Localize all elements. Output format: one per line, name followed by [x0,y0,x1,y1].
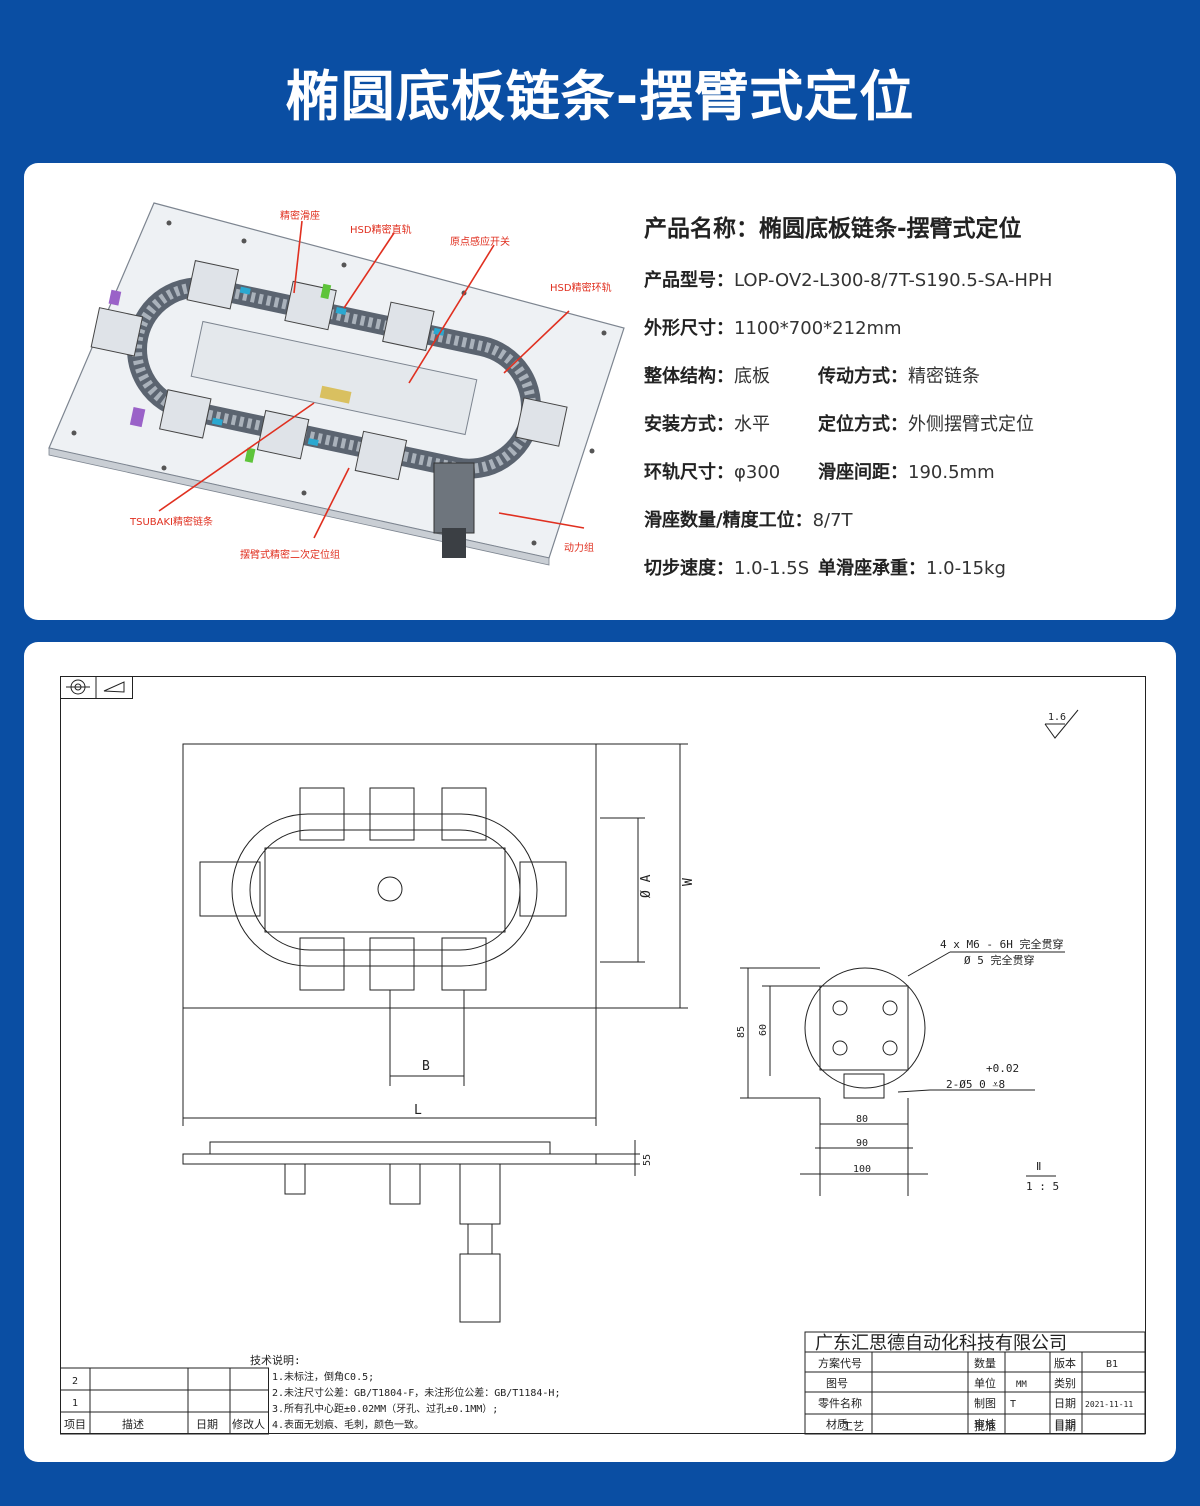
tech-note: 1.未标注，倒角C0.5; [272,1370,374,1383]
spec-row: 产品型号：LOP-OV2-L300-8/7T-S190.5-SA-HPH [644,267,1164,315]
spec-value: 1.0-1.5S [734,558,810,579]
revision-row-1: 1 [72,1398,78,1409]
callout-ring-rail: HSD精密环轨 [550,283,612,294]
spec-product-name: 产品名称：椭圆底板链条-摆臂式定位 [644,209,1164,243]
roughness-value: 1.6 [1048,712,1066,723]
spec-label: 滑座间距： [818,462,908,483]
rev-header-desc: 描述 [122,1417,144,1431]
hole-note-2: Ø 5 完全贯穿 [964,953,1035,967]
spec-label: 整体结构： [644,366,734,387]
product-card: 精密滑座 HSD精密直轨 原点感应开关 HSD精密环轨 TSUBAKI精密链条 … [24,163,1176,620]
tolerance-upper: +0.02 [986,1062,1019,1075]
spec-label: 安装方式： [644,414,734,435]
dim-80: 80 [856,1114,868,1125]
tb-date-2: 日期 [1054,1418,1076,1431]
spec-name-value: 椭圆底板链条-摆臂式定位 [759,216,1022,242]
tb-version: 版本 [1054,1356,1076,1370]
rev-header-editor: 修改人 [232,1417,265,1431]
rev-header-item: 项目 [64,1418,86,1431]
rev-header-date: 日期 [196,1418,218,1431]
callout-straight-rail: HSD精密直轨 [350,225,412,236]
page-title: 椭圆底板链条-摆臂式定位 [285,65,915,128]
tb-unit: 单位 [974,1376,996,1390]
callout-slide: 精密滑座 [280,211,320,222]
spec-label: 外形尺寸： [644,318,734,339]
spec-value: 外侧摆臂式定位 [908,414,1034,435]
tb-drafter: 制图 [974,1397,996,1410]
callout-chain: TSUBAKI精密链条 [130,517,213,528]
spec-row: 环轨尺寸：φ300 滑座间距：190.5mm [644,459,1164,507]
spec-row: 外形尺寸：1100*700*212mm [644,315,1164,363]
spec-row: 切步速度：1.0-1.5S 单滑座承重：1.0-15kg [644,555,1164,603]
spec-value: 底板 [734,366,770,387]
engineering-drawing: Ø A W B L 55 85 60 80 90 100 1.6 4 x M6 … [60,676,1146,1435]
spec-label: 单滑座承重： [818,558,926,579]
dim-60: 60 [758,1024,769,1036]
pin-note: 2-Ø5 0 ⩡8 [946,1078,1005,1091]
spec-label: 定位方式： [818,414,908,435]
tb-version-value: B1 [1106,1359,1118,1370]
spec-value: 1.0-15kg [926,558,1006,579]
spec-row: 安装方式：水平 定位方式：外侧摆臂式定位 [644,411,1164,459]
dim-90: 90 [856,1138,868,1149]
callout-swing-arm: 摆臂式精密二次定位组 [240,550,340,561]
dim-100: 100 [853,1164,871,1175]
tb-qty: 数量 [974,1357,996,1370]
spec-row: 整体结构：底板 传动方式：精密链条 [644,363,1164,411]
dim-a: Ø A [639,874,654,898]
tb-approve: 批准 [974,1420,996,1433]
spec-value: 水平 [734,414,770,435]
dim-l: L [414,1103,422,1118]
tb-scheme-code: 方案代号 [818,1356,862,1370]
scale-bottom: 1 : 5 [1026,1180,1059,1193]
tb-process: 工艺 [842,1420,864,1433]
company-name: 广东汇思德自动化科技有限公司 [815,1333,1067,1354]
tb-date-1-value: 2021-11-11 [1085,1400,1133,1409]
scale-top: Ⅱ [1036,1160,1041,1173]
spec-value: 精密链条 [908,366,980,387]
tech-note: 2.未注尺寸公差：GB/T1804-F，未注形位公差：GB/T1184-H; [272,1386,560,1399]
spec-value: φ300 [734,462,781,483]
tech-note: 4.表面无划痕、毛刺，颜色一致。 [272,1418,424,1431]
tb-unit-value: MM [1016,1380,1027,1390]
spec-label: 切步速度： [644,558,734,579]
tb-drafter-value: T [1010,1399,1016,1410]
spec-label: 传动方式： [818,366,908,387]
tech-title: 技术说明: [250,1353,301,1367]
tb-review: 审核 [974,1417,996,1431]
dim-85: 85 [736,1026,747,1038]
spec-value: LOP-OV2-L300-8/7T-S190.5-SA-HPH [734,270,1053,291]
callout-power: 动力组 [564,543,594,554]
tb-category: 类别 [1054,1376,1076,1390]
drawing-card: Ø A W B L 55 85 60 80 90 100 1.6 4 x M6 … [24,642,1176,1462]
tech-note: 3.所有孔中心距±0.02MM（牙孔、过孔±0.1MM）; [272,1402,498,1415]
dim-b: B [422,1059,430,1074]
tb-material: 材质 [826,1417,848,1431]
spec-label: 环轨尺寸： [644,462,734,483]
spec-name-label: 产品名称： [644,216,759,242]
spec-label: 滑座数量/精度工位： [644,510,813,531]
hole-note-1: 4 x M6 - 6H 完全贯穿 [940,937,1063,951]
spec-value: 1100*700*212mm [734,318,902,339]
tb-part-name: 零件名称 [818,1396,862,1410]
tb-date-1: 日期 [1054,1397,1076,1410]
spec-list: 产品名称：椭圆底板链条-摆臂式定位 产品型号：LOP-OV2-L300-8/7T… [644,209,1164,603]
product-render: 精密滑座 HSD精密直轨 原点感应开关 HSD精密环轨 TSUBAKI精密链条 … [44,193,644,603]
product-render-illustration [48,202,625,566]
spec-row: 滑座数量/精度工位：8/7T [644,507,1164,555]
tb-date-3: 日期 [1054,1420,1076,1433]
callout-origin-switch: 原点感应开关 [450,237,510,248]
spec-value: 8/7T [812,510,853,531]
spec-label: 产品型号： [644,270,734,291]
dim-55: 55 [642,1154,653,1166]
dim-w: W [681,878,696,886]
tb-drawing-no: 图号 [826,1377,848,1390]
revision-row-2: 2 [72,1376,78,1387]
spec-value: 190.5mm [908,462,995,483]
